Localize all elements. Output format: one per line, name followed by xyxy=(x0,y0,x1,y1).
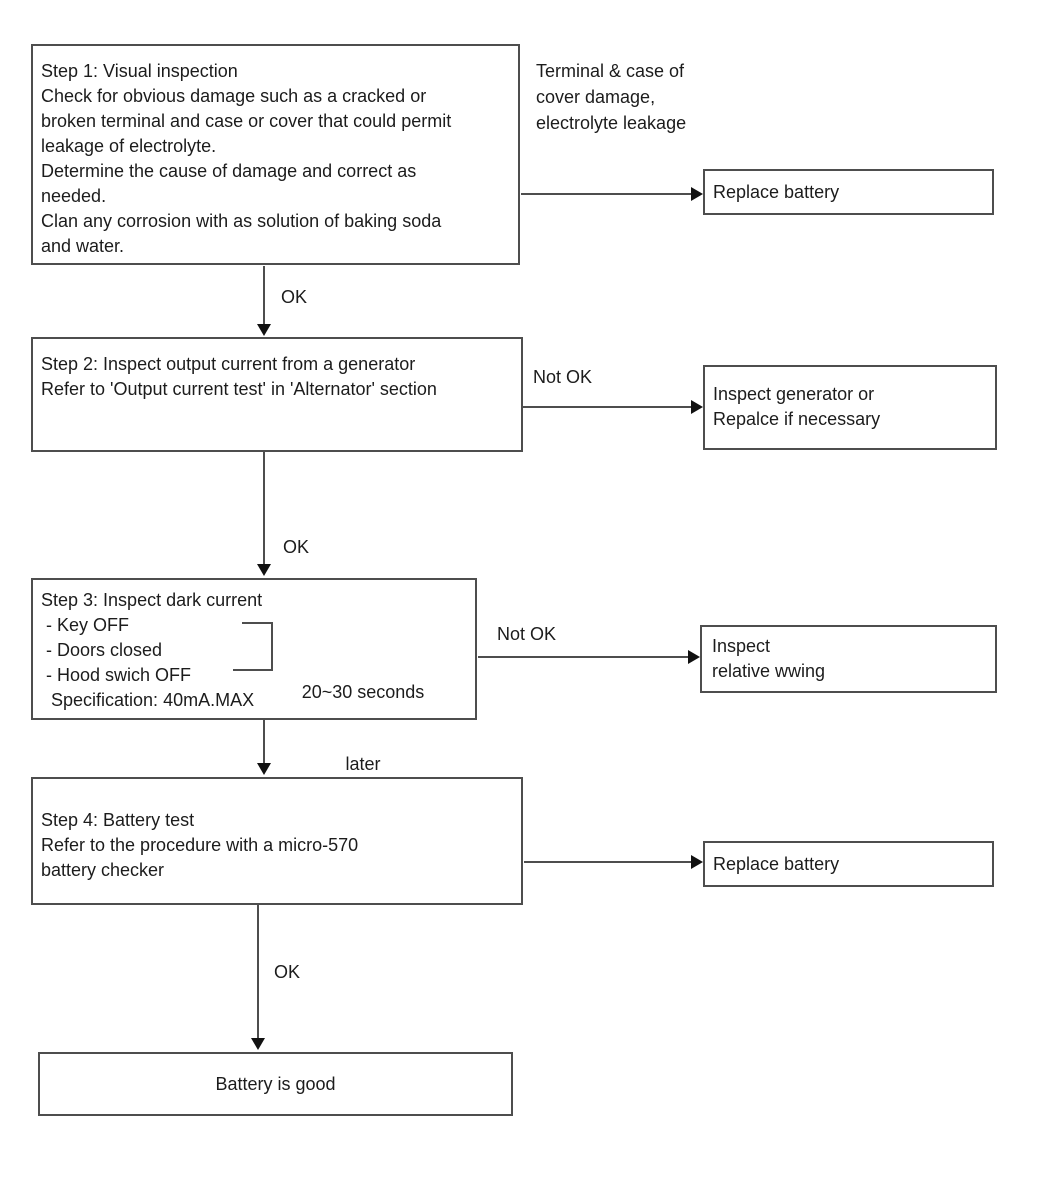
step4-text-line: Step 4: Battery test xyxy=(41,810,195,830)
step3-text-line: Specification: 40mA.MAX xyxy=(41,690,255,710)
branch-note-line: cover damage, xyxy=(536,87,656,107)
branch-note-line: electrolyte leakage xyxy=(536,113,687,133)
arrowhead-down-icon xyxy=(251,1038,265,1050)
arrowhead-down-icon xyxy=(257,324,271,336)
edge-label-ok: OK xyxy=(283,537,310,557)
replace-battery-label: Replace battery xyxy=(713,853,840,874)
inspect-wiring-line: relative wwing xyxy=(712,661,826,681)
step3-text-line: - Hood swich OFF xyxy=(41,665,192,685)
step3-text-line: - Key OFF xyxy=(41,615,130,635)
timer-bracket-top xyxy=(242,622,273,624)
inspect-wiring-line: Inspect xyxy=(712,636,771,656)
step2-text-line: Step 2: Inspect output current from a ge… xyxy=(41,354,416,374)
step1-branch-note: Terminal & case of cover damage, electro… xyxy=(536,58,686,136)
timer-bracket-bottom xyxy=(233,669,273,671)
edge-label-ok: OK xyxy=(281,287,308,307)
battery-good-box: Battery is good xyxy=(38,1052,513,1116)
flow-line-step4-good xyxy=(257,905,259,1038)
inspect-generator-box: Inspect generator or Repalce if necessar… xyxy=(703,365,997,450)
flow-line-step4-replace2 xyxy=(524,861,691,863)
timer-note: 20~30 seconds later xyxy=(288,632,438,824)
step1-text-line: Step 1: Visual inspection xyxy=(41,61,238,81)
timer-note-line: later xyxy=(345,754,381,774)
flow-line-step3-step4 xyxy=(263,720,265,763)
flow-line-step1-replace1 xyxy=(521,193,691,195)
arrowhead-right-icon xyxy=(691,855,703,869)
step1-text-line: Clan any corrosion with as solution of b… xyxy=(41,211,442,231)
step3-text-line: Step 3: Inspect dark current xyxy=(41,590,263,610)
step3-box: Step 3: Inspect dark current - Key OFF -… xyxy=(31,578,477,720)
replace-battery-box-2: Replace battery xyxy=(703,841,994,887)
replace-battery-box-1: Replace battery xyxy=(703,169,994,215)
step1-text-line: Check for obvious damage such as a crack… xyxy=(41,86,427,106)
arrowhead-right-icon xyxy=(691,400,703,414)
replace-battery-label: Replace battery xyxy=(713,181,840,202)
timer-bracket-side xyxy=(271,622,273,671)
timer-note-line: 20~30 seconds xyxy=(301,682,425,702)
arrowhead-down-icon xyxy=(257,564,271,576)
step4-text-line: Refer to the procedure with a micro-570 xyxy=(41,835,359,855)
step2-text-line: Refer to 'Output current test' in 'Alter… xyxy=(41,379,437,399)
step2-box: Step 2: Inspect output current from a ge… xyxy=(31,337,523,452)
step1-text-line: and water. xyxy=(41,236,125,256)
edge-label-not-ok: Not OK xyxy=(533,367,593,387)
arrowhead-right-icon xyxy=(688,650,700,664)
battery-good-label: Battery is good xyxy=(215,1073,336,1094)
step1-text-line: leakage of electrolyte. xyxy=(41,136,217,156)
step3-text-line: - Doors closed xyxy=(41,640,163,660)
step1-text-line: broken terminal and case or cover that c… xyxy=(41,111,452,131)
arrowhead-down-icon xyxy=(257,763,271,775)
branch-note-line: Terminal & case of xyxy=(536,61,685,81)
step4-box: Step 4: Battery test Refer to the proced… xyxy=(31,777,523,905)
inspect-wiring-box: Inspect relative wwing xyxy=(700,625,997,693)
inspect-generator-line: Inspect generator or xyxy=(713,384,875,404)
edge-label-not-ok: Not OK xyxy=(497,624,557,644)
flow-line-step2-step3 xyxy=(263,452,265,564)
step1-text-line: needed. xyxy=(41,186,107,206)
step1-box: Step 1: Visual inspection Check for obvi… xyxy=(31,44,520,265)
step4-text-line: battery checker xyxy=(41,860,165,880)
inspect-generator-line: Repalce if necessary xyxy=(713,409,881,429)
flow-line-step2-generator xyxy=(523,406,691,408)
flow-line-step1-step2 xyxy=(263,266,265,324)
step1-text-line: Determine the cause of damage and correc… xyxy=(41,161,417,181)
edge-label-ok: OK xyxy=(274,962,301,982)
arrowhead-right-icon xyxy=(691,187,703,201)
flow-line-step3-wiring xyxy=(478,656,688,658)
